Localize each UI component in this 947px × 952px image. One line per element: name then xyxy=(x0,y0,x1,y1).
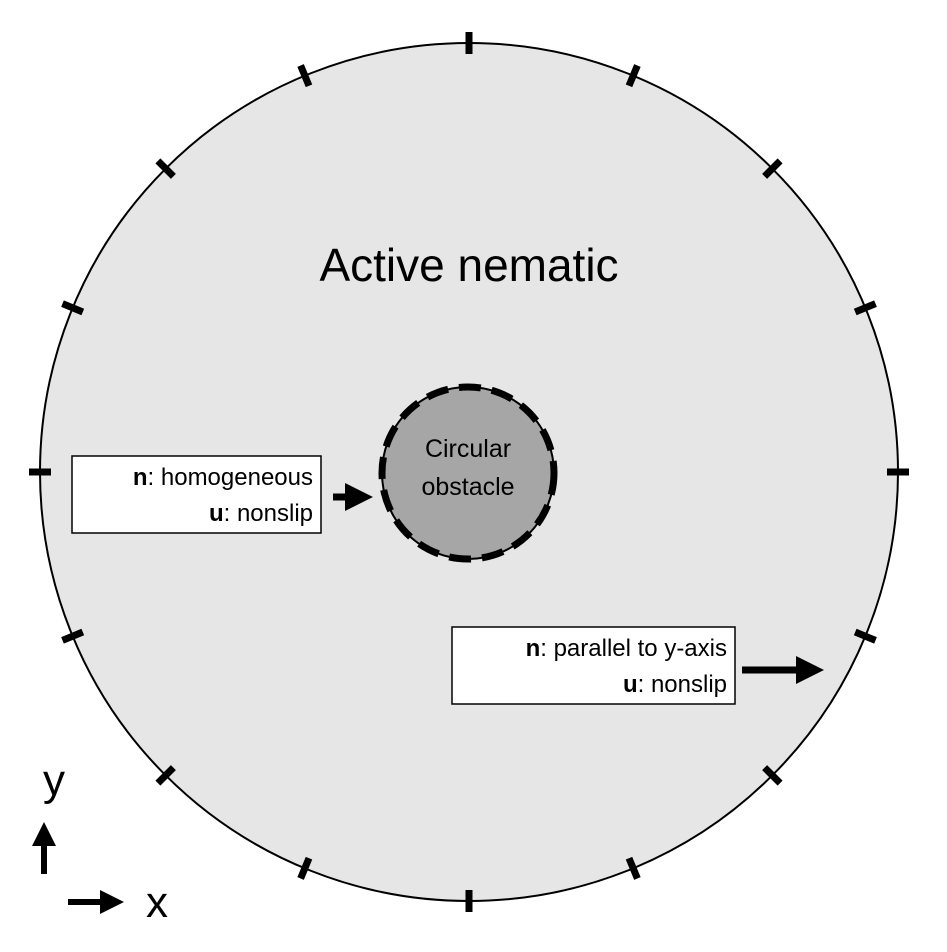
outer-boundary-ticks xyxy=(29,32,909,912)
outer-boundary-line2: u: nonslip xyxy=(623,671,727,698)
boundary-tick xyxy=(853,300,877,316)
inner-boundary-line1: n: homogeneous xyxy=(133,464,313,491)
obstacle-label-line2: obstacle xyxy=(421,473,514,501)
boundary-tick xyxy=(61,300,85,316)
boundary-tick xyxy=(625,64,641,88)
boundary-tick xyxy=(155,765,176,786)
boundary-tick xyxy=(853,628,877,644)
boundary-tick xyxy=(762,765,783,786)
boundary-tick xyxy=(625,856,641,880)
obstacle-dashed-boundary xyxy=(378,383,558,563)
inner-boundary-line2: u: nonslip xyxy=(209,500,313,527)
outer-boundary-line1: n: parallel to y-axis xyxy=(526,635,727,662)
boundary-tick xyxy=(297,64,313,88)
y-axis-label: y xyxy=(43,756,65,805)
x-axis-label: x xyxy=(146,878,168,927)
domain-title: Active nematic xyxy=(319,239,618,291)
obstacle-label-line1: Circular xyxy=(425,435,511,463)
boundary-tick xyxy=(155,158,176,179)
boundary-tick xyxy=(762,158,783,179)
boundary-tick xyxy=(297,856,313,880)
inner-boundary-box xyxy=(71,455,322,534)
outer-boundary-box xyxy=(451,626,736,705)
boundary-tick xyxy=(61,628,85,644)
